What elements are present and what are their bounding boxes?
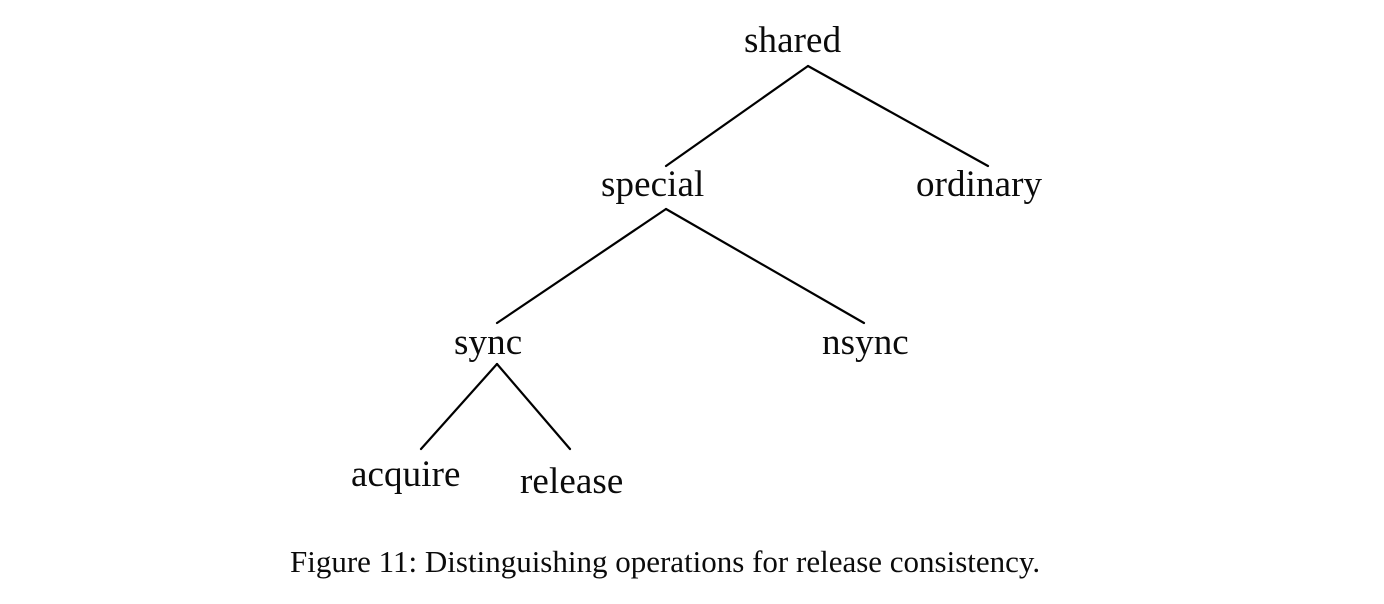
tree-node-acquire: acquire — [351, 454, 461, 495]
tree-node-sync: sync — [454, 322, 523, 363]
tree-node-shared: shared — [744, 20, 842, 61]
tree-node-nsync: nsync — [822, 322, 909, 363]
tree-node-ordinary: ordinary — [916, 164, 1043, 205]
edge-special-nsync — [664, 207, 866, 325]
tree-node-release: release — [520, 461, 624, 502]
edge-shared-special — [664, 64, 810, 168]
figure-caption: Figure 11: Distinguishing operations for… — [290, 544, 1041, 579]
edge-special-sync — [495, 207, 668, 325]
edge-sync-release — [495, 362, 572, 451]
edge-sync-acquire — [419, 362, 499, 451]
edge-shared-ordinary — [806, 64, 990, 168]
tree-node-special: special — [601, 164, 705, 205]
